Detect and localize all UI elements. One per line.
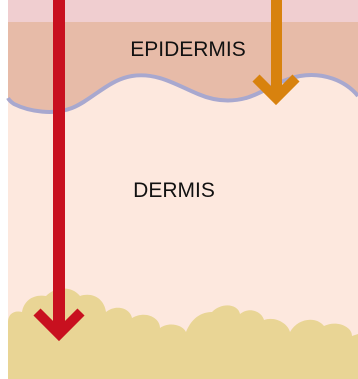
epidermis-label: EPIDERMIS [130,38,246,61]
short-arrow-shaft [271,0,282,92]
dermis-label: DERMIS [133,179,215,202]
long-arrow-shaft [53,0,65,328]
